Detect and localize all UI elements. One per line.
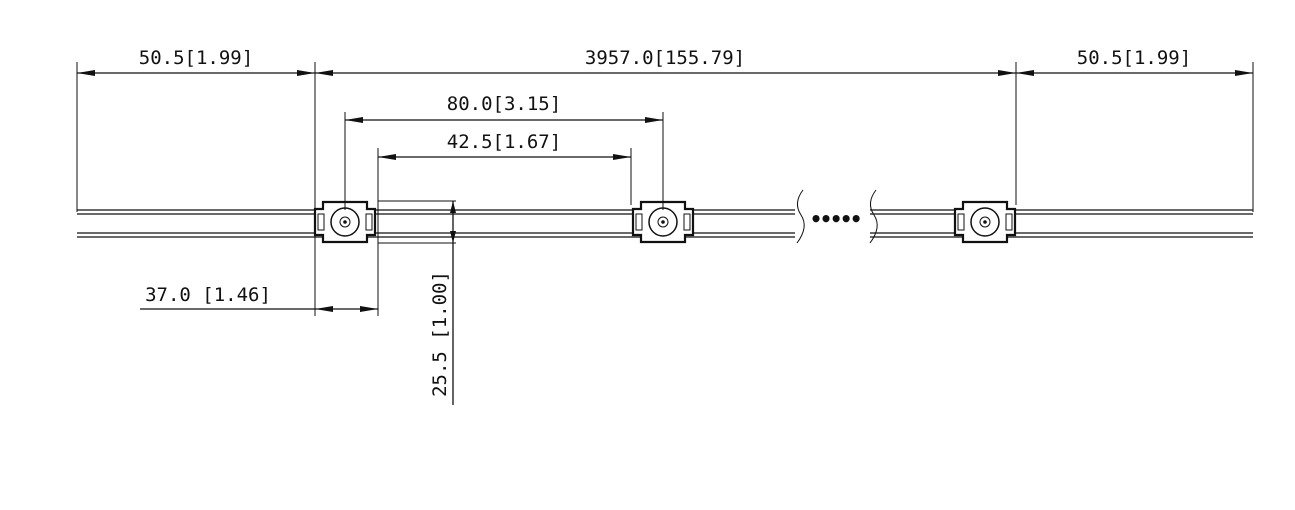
dimension-right-end-label: 50.5[1.99] (1077, 47, 1191, 69)
dimension-module-gap-label: 42.5[1.67] (447, 131, 561, 153)
break-left-symbol (796, 189, 805, 244)
led-module-1 (313, 200, 377, 244)
dimension-left-end-label: 50.5[1.99] (139, 47, 253, 69)
dimension-module-width: 37.0 [1.46] (140, 284, 378, 312)
dimension-module-pitch-label: 80.0[3.15] (447, 93, 561, 115)
led-module-2 (631, 200, 695, 244)
dimension-left-end: 50.5[1.99] (77, 47, 315, 76)
dimension-module-height-label: 25.5 [1.00] (429, 271, 451, 397)
dimension-total-length-label: 3957.0[155.79] (585, 47, 745, 69)
continuation-dots: ••••• (810, 207, 860, 231)
dimension-module-width-label: 37.0 [1.46] (145, 284, 271, 306)
dimension-right-end: 50.5[1.99] (1016, 47, 1253, 76)
dimension-total-length: 3957.0[155.79] (315, 47, 1016, 76)
extension-lines (76, 62, 1254, 316)
dimension-module-height: 25.5 [1.00] (429, 201, 456, 405)
break-right-symbol (869, 189, 878, 244)
dimension-module-pitch: 80.0[3.15] (345, 93, 663, 123)
dimension-module-gap: 42.5[1.67] (378, 131, 631, 160)
led-module-3 (953, 200, 1017, 244)
